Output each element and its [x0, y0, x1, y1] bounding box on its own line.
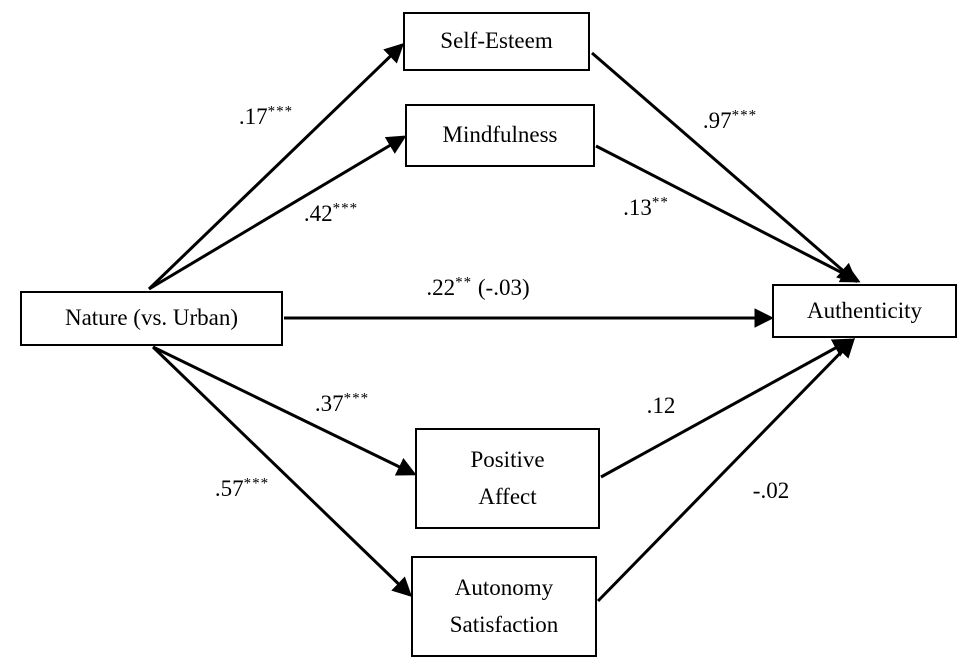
node-autonomy-satisfaction-line1: Autonomy — [454, 574, 554, 600]
arrow-self-esteem-to-authenticity — [591, 51, 858, 283]
coefficient-autonomy-authenticity: -.02 — [752, 478, 790, 503]
coefficient-nature-self-esteem: .17*** — [238, 103, 294, 129]
coefficient-positive-affect-authenticity: .12 — [646, 393, 676, 418]
node-mindfulness-label: Mindfulness — [442, 122, 558, 148]
node-autonomy-satisfaction: Autonomy Satisfaction — [411, 556, 597, 657]
node-autonomy-satisfaction-line2: Satisfaction — [449, 611, 559, 637]
coefficient-nature-positive-affect: .37*** — [314, 390, 370, 416]
arrow-positive-affect-to-authenticity — [600, 338, 853, 479]
node-nature-label: Nature (vs. Urban) — [64, 305, 239, 331]
arrow-nature-to-positive-affect — [152, 345, 417, 476]
node-nature-vs-urban: Nature (vs. Urban) — [20, 291, 283, 346]
arrow-nature-to-self-esteem — [147, 42, 405, 291]
coefficient-nature-autonomy: .57*** — [214, 475, 270, 501]
arrow-mindfulness-to-authenticity — [595, 144, 861, 283]
node-mindfulness: Mindfulness — [405, 104, 595, 167]
coefficient-nature-mindfulness: .42*** — [303, 200, 359, 226]
node-positive-affect-line2: Affect — [478, 483, 537, 509]
node-authenticity-label: Authenticity — [807, 297, 922, 323]
coefficient-mindfulness-authenticity: .13** — [623, 194, 669, 220]
node-self-esteem: Self-Esteem — [403, 12, 590, 71]
arrow-nature-to-autonomy — [151, 345, 413, 598]
coefficient-nature-authenticity-direct: .22** (-.03) — [426, 274, 530, 300]
node-authenticity: Authenticity — [772, 284, 957, 338]
arrow-nature-to-mindfulness — [148, 135, 407, 291]
node-positive-affect: Positive Affect — [415, 428, 600, 529]
node-self-esteem-label: Self-Esteem — [440, 28, 553, 54]
coefficient-self-esteem-authenticity: .97*** — [702, 107, 758, 133]
node-positive-affect-line1: Positive — [470, 446, 545, 472]
arrow-autonomy-to-authenticity — [596, 337, 856, 603]
